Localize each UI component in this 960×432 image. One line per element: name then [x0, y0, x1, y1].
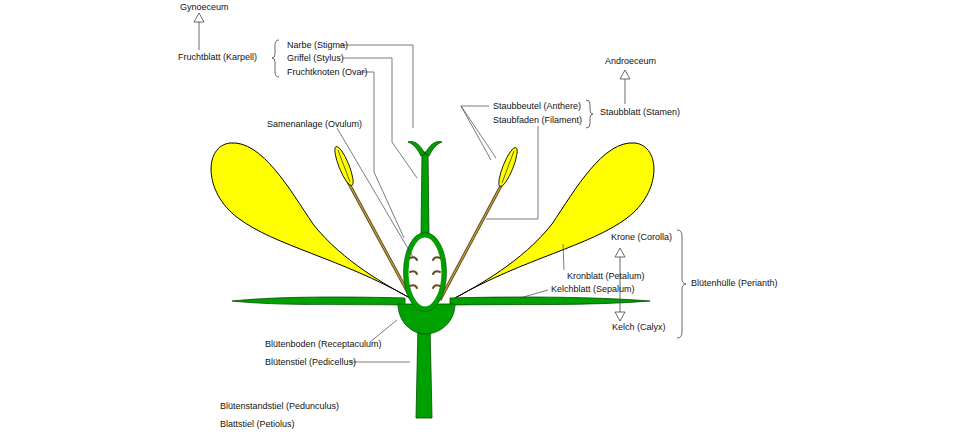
part-label: Staubbeutel (Anthere) — [493, 100, 581, 112]
anther-right — [495, 146, 520, 189]
part-label: Blütenstiel (Pedicellus) — [265, 356, 356, 368]
petal-right — [455, 143, 654, 298]
filament-left — [347, 180, 412, 300]
arrows — [194, 13, 630, 321]
part-label: Blattstiel (Petiolus) — [220, 418, 295, 430]
petal-left — [211, 143, 410, 298]
anther-left-seam — [338, 150, 350, 182]
part-label: Blütenstandstiel (Pedunculus) — [220, 400, 339, 412]
part-label: Gynoeceum — [180, 1, 229, 13]
part-label: Fruchtknoten (Ovar) — [287, 66, 368, 78]
stigma — [408, 142, 442, 157]
part-label: Griffel (Stylus) — [287, 52, 344, 64]
stem — [416, 325, 432, 418]
ovary-outline — [404, 233, 447, 312]
part-label: Narbe (Stigma) — [287, 39, 348, 51]
filament-right-core — [440, 182, 503, 300]
brackets — [272, 40, 686, 338]
sepal-left — [232, 297, 405, 305]
part-label: Kelch (Calyx) — [612, 321, 666, 333]
part-label: Fruchtblatt (Karpell) — [178, 51, 257, 63]
anther-left — [331, 145, 356, 188]
part-label: Staubfaden (Filament) — [493, 114, 582, 126]
ovules — [410, 257, 440, 288]
part-label: Androeceum — [605, 55, 656, 67]
part-label: Blütenhülle (Perianth) — [691, 277, 778, 289]
filament-right — [440, 182, 503, 300]
filament-left-core — [347, 180, 412, 300]
part-label: Samenanlage (Ovulum) — [267, 118, 362, 130]
style — [421, 152, 429, 236]
part-label: Krone (Corolla) — [611, 231, 672, 243]
part-label: Blütenboden (Receptaculum) — [265, 338, 382, 350]
part-label: Staubblatt (Stamen) — [600, 106, 680, 118]
anther-right-seam — [502, 151, 514, 183]
ovary — [406, 235, 444, 309]
part-label: Kronblatt (Petalum) — [567, 270, 645, 282]
part-label: Kelchblatt (Sepalum) — [551, 283, 635, 295]
leader-lines — [337, 45, 564, 362]
